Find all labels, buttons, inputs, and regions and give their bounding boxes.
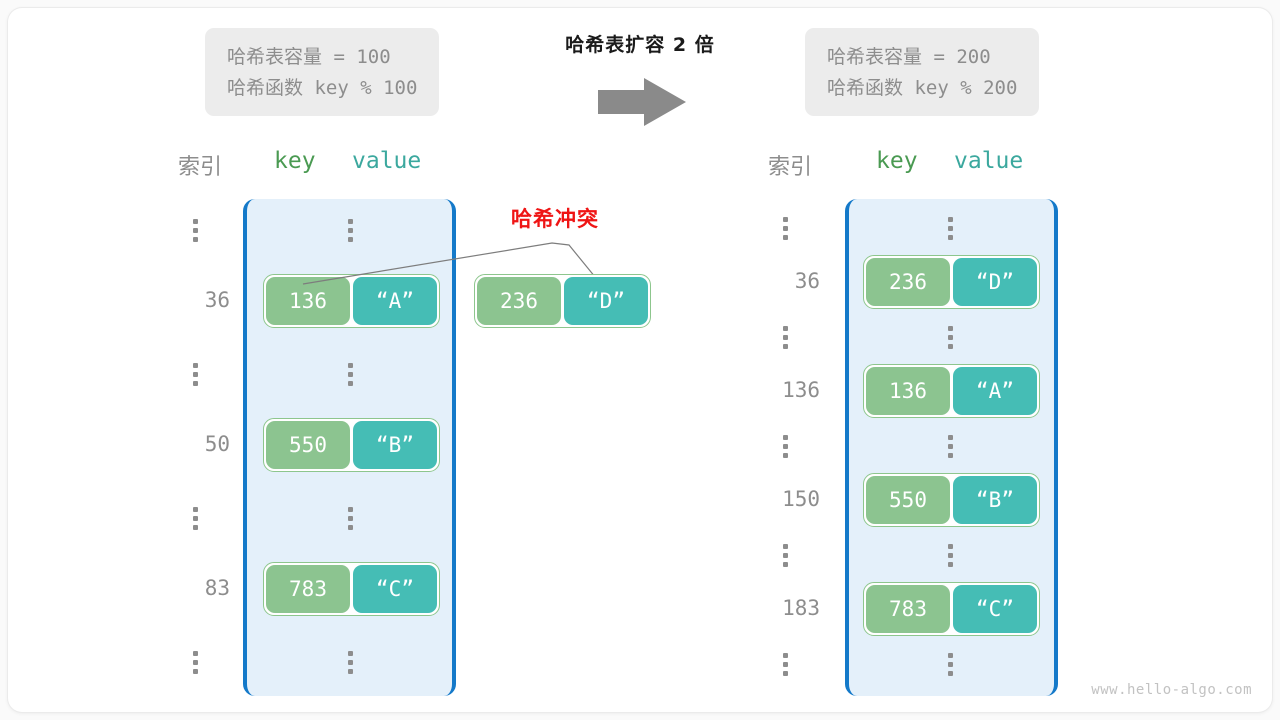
collision-value: “D” [564, 277, 648, 325]
right-index-label: 136 [782, 377, 820, 402]
left-entry-value: “A” [353, 277, 437, 325]
right-index-ellipsis [783, 326, 788, 349]
right-row-ellipsis [948, 544, 953, 567]
right-index-ellipsis [783, 653, 788, 676]
right-index-label: 183 [782, 595, 820, 620]
left-entry-key: 783 [266, 565, 350, 613]
left-index-label: 83 [204, 576, 230, 600]
right-entry-key: 236 [866, 257, 950, 306]
left-index-ellipsis [193, 219, 198, 242]
watermark: www.hello-algo.com [1091, 682, 1252, 698]
right-row-ellipsis [948, 326, 953, 349]
right-header-value: value [954, 148, 1024, 174]
right-entry-key: 136 [866, 366, 950, 415]
left-row-ellipsis [348, 363, 353, 386]
left-spec-box: 哈希表容量 = 100 哈希函数 key % 100 [205, 28, 440, 116]
left-capacity-line: 哈希表容量 = 100 [227, 46, 391, 68]
left-index-label: 50 [204, 432, 230, 456]
right-index-ellipsis [783, 544, 788, 567]
left-index-label: 36 [204, 288, 230, 312]
left-header-value: value [352, 148, 422, 174]
left-header-key: key [274, 148, 316, 174]
left-hash-line: 哈希函数 key % 100 [227, 77, 418, 99]
right-arrow-icon [596, 76, 688, 128]
left-row-ellipsis [348, 651, 353, 674]
collision-entry-pill[interactable]: 236 “D” [474, 274, 651, 328]
left-entry-key: 550 [266, 421, 350, 469]
diagram-card [8, 8, 1272, 712]
left-entry-pill[interactable]: 550“B” [263, 418, 440, 472]
left-entry-value: “C” [353, 565, 437, 613]
right-row-ellipsis [948, 653, 953, 676]
right-index-ellipsis [783, 435, 788, 458]
right-header-key: key [876, 148, 918, 174]
right-hash-line: 哈希函数 key % 200 [827, 77, 1018, 99]
right-row-ellipsis [948, 217, 953, 240]
left-entry-pill[interactable]: 783“C” [263, 562, 440, 616]
right-index-label: 150 [782, 486, 820, 511]
right-entry-pill[interactable]: 136“A” [863, 363, 1040, 418]
left-index-ellipsis [193, 363, 198, 386]
left-row-ellipsis [348, 507, 353, 530]
right-spec-box: 哈希表容量 = 200 哈希函数 key % 200 [805, 28, 1040, 116]
left-header-index: 索引 [177, 155, 222, 180]
right-entry-value: “C” [953, 584, 1037, 633]
right-row-ellipsis [948, 435, 953, 458]
right-entry-key: 783 [866, 584, 950, 633]
expand-title: 哈希表扩容 2 倍 [565, 34, 715, 56]
left-entry-key: 136 [266, 277, 350, 325]
right-entry-key: 550 [866, 475, 950, 524]
left-index-ellipsis [193, 507, 198, 530]
left-row-ellipsis [348, 219, 353, 242]
left-index-ellipsis [193, 651, 198, 674]
collision-key: 236 [477, 277, 561, 325]
right-entry-value: “A” [953, 366, 1037, 415]
left-entry-pill[interactable]: 136“A” [263, 274, 440, 328]
right-entry-pill[interactable]: 783“C” [863, 581, 1040, 636]
collision-label: 哈希冲突 [511, 207, 599, 231]
right-entry-value: “D” [953, 257, 1037, 306]
right-index-ellipsis [783, 217, 788, 240]
right-capacity-line: 哈希表容量 = 200 [827, 46, 991, 68]
right-index-label: 36 [794, 268, 820, 293]
right-header-index: 索引 [767, 155, 812, 180]
right-entry-value: “B” [953, 475, 1037, 524]
left-entry-value: “B” [353, 421, 437, 469]
right-entry-pill[interactable]: 550“B” [863, 472, 1040, 527]
right-entry-pill[interactable]: 236“D” [863, 254, 1040, 309]
